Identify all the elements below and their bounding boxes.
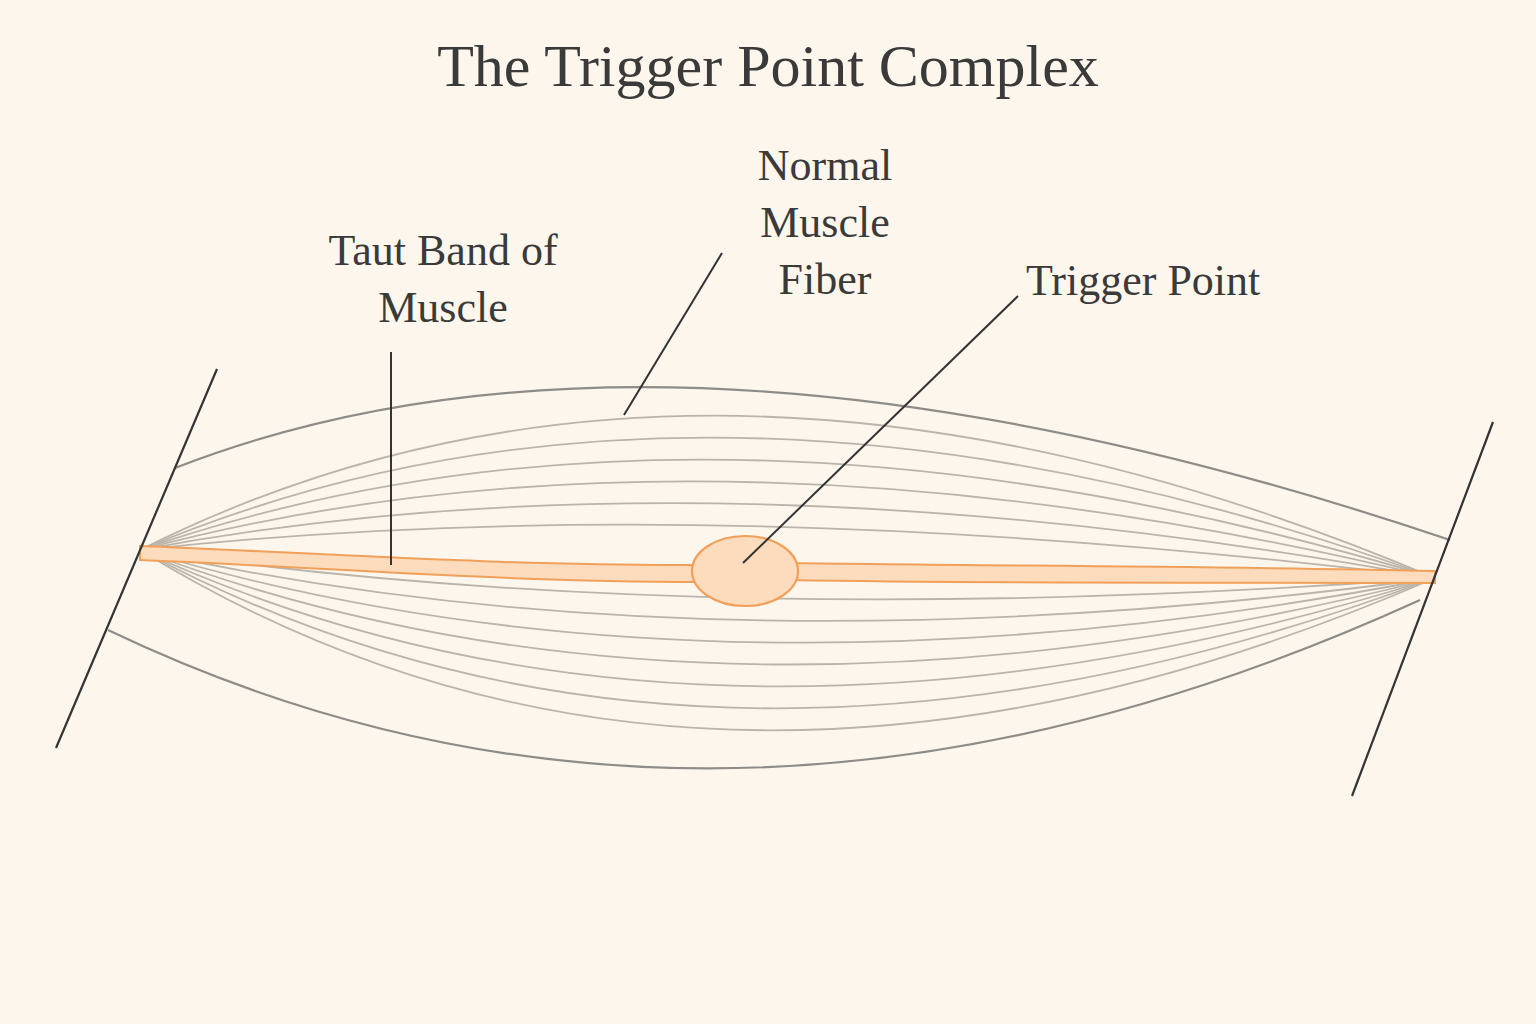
part-label: Normal Muscle Fiber <box>715 137 935 308</box>
muscle-fibers <box>140 416 1435 731</box>
diagram-title: The Trigger Point Complex <box>0 30 1536 102</box>
leader-line <box>624 253 722 415</box>
taut-band-segment <box>140 546 700 582</box>
leader-line <box>743 296 1018 563</box>
taut-band-segment <box>790 563 1435 583</box>
trigger-point-nodule <box>692 536 798 606</box>
tendon-line <box>1352 422 1493 796</box>
muscle-outline <box>175 387 1450 540</box>
muscle-outline <box>108 600 1420 768</box>
part-label: Trigger Point <box>1026 252 1346 309</box>
tendon-line <box>56 369 217 748</box>
leader-line <box>390 352 392 565</box>
part-label: Taut Band of Muscle <box>318 222 568 336</box>
